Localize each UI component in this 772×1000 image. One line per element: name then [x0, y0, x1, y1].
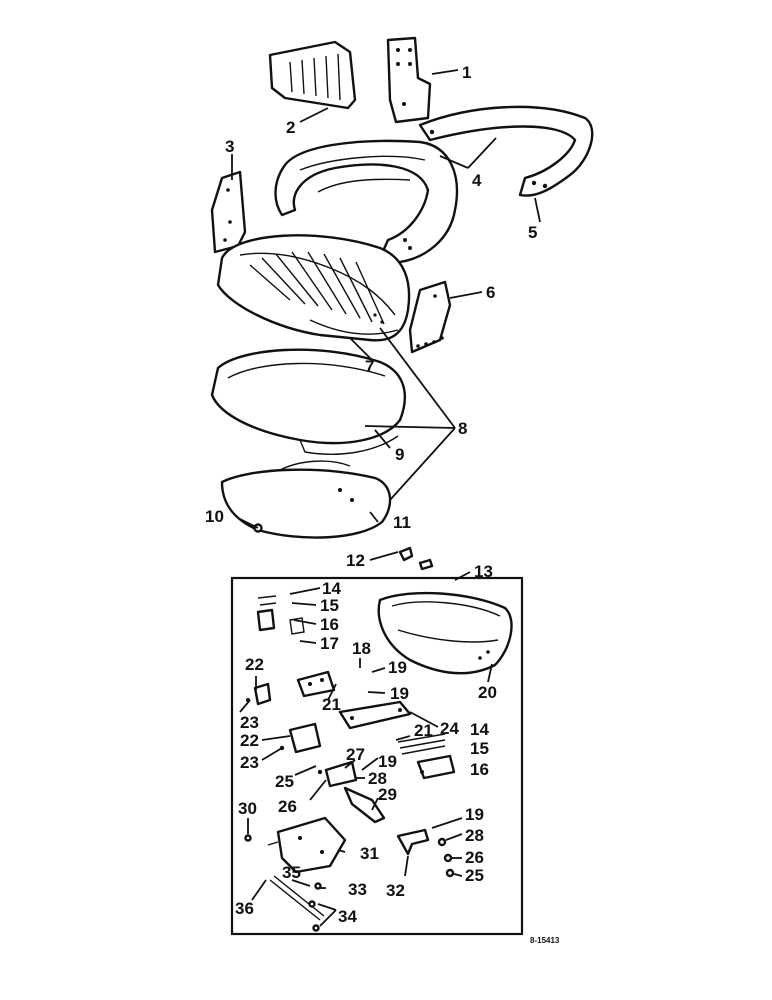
part-spacer-stack — [256, 595, 305, 635]
callout-22b: 22 — [240, 731, 259, 750]
part-link-arm — [338, 700, 412, 730]
callout-10: 10 — [205, 507, 224, 526]
part-seat-pan — [210, 348, 407, 455]
callout-28b: 28 — [465, 826, 484, 845]
part-latch-32 — [396, 828, 430, 856]
part-suspension-frame — [377, 591, 513, 675]
part-ribbed-seat-cushion — [216, 234, 411, 342]
callout-8: 8 — [458, 419, 467, 438]
callout-25b: 25 — [465, 866, 484, 885]
callout-16b: 16 — [470, 760, 489, 779]
callout-5: 5 — [528, 223, 537, 242]
callout-15b: 15 — [470, 739, 489, 758]
callout-2: 2 — [286, 118, 295, 137]
callout-20: 20 — [478, 683, 497, 702]
part-fasteners-right — [437, 837, 455, 878]
callout-33: 33 — [348, 880, 367, 899]
drawing-reference-code: 8-15413 — [530, 936, 560, 945]
callout-4: 4 — [472, 171, 482, 190]
part-spring-assembly — [269, 875, 325, 932]
callout-28a: 28 — [368, 769, 387, 788]
callout-21a: 21 — [322, 695, 341, 714]
part-back-pad — [268, 40, 357, 110]
part-lower-bracket-assembly — [267, 816, 347, 874]
callout-26b: 26 — [465, 848, 484, 867]
callout-29: 29 — [378, 785, 397, 804]
part-arm-27 — [317, 760, 358, 788]
callout-23a: 23 — [240, 713, 259, 732]
part-bracket-plate — [386, 36, 432, 124]
callout-22a: 22 — [245, 655, 264, 674]
callout-36: 36 — [235, 899, 254, 918]
callout-35: 35 — [282, 863, 301, 882]
part-rods-14-15 — [397, 733, 446, 755]
part-pin-30 — [244, 834, 252, 842]
callout-23b: 23 — [240, 753, 259, 772]
callout-12: 12 — [346, 551, 365, 570]
callout-25a: 25 — [275, 772, 294, 791]
callout-19c: 19 — [378, 752, 397, 771]
callout-6: 6 — [486, 283, 495, 302]
suspension-group-frame — [230, 576, 524, 936]
part-back-band — [418, 105, 594, 197]
callout-19b: 19 — [390, 684, 409, 703]
callout-30: 30 — [238, 799, 257, 818]
callout-24: 24 — [440, 719, 459, 738]
callout-7: 7 — [365, 357, 374, 376]
callout-3: 3 — [225, 137, 234, 156]
callout-31: 31 — [360, 844, 379, 863]
part-bracket-22-middle — [279, 722, 322, 754]
callout-34: 34 — [338, 907, 357, 926]
part-clevis — [296, 670, 336, 698]
callout-labels: 1 2 3 4 5 6 7 8 9 10 11 12 13 14 15 16 1… — [205, 63, 560, 945]
callout-11: 11 — [393, 513, 411, 532]
callout-14a: 14 — [322, 579, 341, 598]
callout-21b: 21 — [414, 721, 433, 740]
part-side-plate — [408, 280, 452, 354]
part-damper — [343, 786, 386, 824]
callout-9: 9 — [395, 445, 404, 464]
callout-32: 32 — [386, 881, 405, 900]
callout-13: 13 — [474, 562, 493, 581]
callout-17: 17 — [320, 634, 339, 653]
callout-19a: 19 — [388, 658, 407, 677]
callout-16a: 16 — [320, 615, 339, 634]
callout-18: 18 — [352, 639, 371, 658]
callout-14b: 14 — [470, 720, 489, 739]
callout-19d: 19 — [465, 805, 484, 824]
part-pins-12 — [398, 546, 434, 571]
leader-lines — [231, 69, 541, 927]
callout-26a: 26 — [278, 797, 297, 816]
part-side-bracket — [210, 170, 247, 254]
callout-27: 27 — [346, 745, 365, 764]
callout-1: 1 — [462, 63, 471, 82]
part-seat-base-plate — [220, 460, 392, 539]
part-bracket-16 — [416, 754, 456, 780]
callout-15a: 15 — [320, 596, 339, 615]
part-seat-back-cushion — [274, 139, 459, 264]
